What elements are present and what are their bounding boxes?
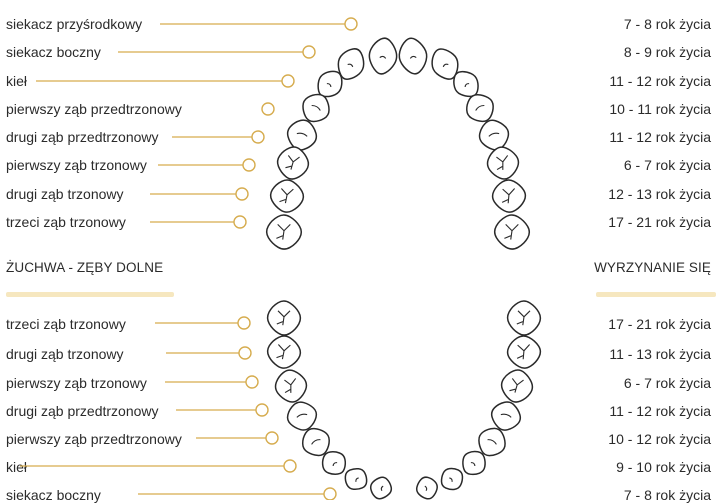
lower-right-tooth-6 [440, 467, 464, 491]
upper-right-tooth-5 [486, 146, 520, 180]
lower-right-tooth-4 [478, 427, 506, 457]
upper-left-tooth-6 [269, 179, 305, 213]
lower-label-third-molar: trzeci ząb trzonowy [6, 316, 126, 332]
lower-right-tooth-7 [415, 476, 438, 500]
upper-age-central-incisor: 7 - 8 rok życia [623, 16, 711, 32]
upper-leader-dot-2 [281, 74, 295, 88]
lower-label-second-premolar: drugi ząb przedtrzonowy [6, 403, 159, 419]
upper-leader-dot-3 [261, 102, 275, 116]
lower-left-tooth-3 [286, 401, 318, 431]
lower-section-title: ŻUCHWA - ZĘBY DOLNE [6, 260, 164, 275]
lower-left-tooth-1 [266, 335, 302, 369]
upper-left-tooth-4 [286, 119, 318, 151]
section-divider-left [6, 292, 174, 297]
lower-age-canine: 9 - 10 rok życia [616, 459, 711, 475]
upper-right-tooth-4 [478, 119, 510, 151]
upper-leader-dot-7 [233, 215, 247, 229]
upper-left-tooth-1 [337, 48, 365, 80]
upper-leader-dot-6 [235, 187, 249, 201]
upper-age-third-molar: 17 - 21 rok życia [608, 214, 711, 230]
lower-age-first-molar: 6 - 7 rok życia [623, 375, 711, 391]
lower-left-tooth-7 [369, 476, 393, 500]
upper-age-second-molar: 12 - 13 rok życia [608, 186, 711, 202]
upper-label-second-molar: drugi ząb trzonowy [6, 186, 124, 202]
lower-leader-dot-3 [255, 403, 269, 417]
upper-label-second-premolar: drugi ząb przedtrzonowy [6, 129, 159, 145]
upper-left-tooth-2 [317, 70, 343, 98]
upper-right-tooth-6 [491, 179, 527, 213]
lower-age-second-molar: 11 - 13 rok życia [609, 346, 711, 362]
upper-leader-dot-1 [302, 45, 316, 59]
upper-label-central-incisor: siekacz przyśrodkowy [6, 16, 143, 32]
upper-leader-dot-0 [344, 17, 358, 31]
upper-age-first-premolar: 10 - 11 rok życia [609, 101, 711, 117]
upper-label-first-molar: pierwszy ząb trzonowy [6, 157, 147, 173]
lower-age-third-molar: 17 - 21 rok życia [608, 316, 711, 332]
upper-label-lateral-incisor: siekacz boczny [6, 44, 101, 60]
upper-label-first-premolar: pierwszy ząb przedtrzonowy [6, 101, 182, 117]
upper-age-lateral-incisor: 8 - 9 rok życia [623, 44, 711, 60]
upper-left-tooth-0 [368, 37, 398, 75]
lower-right-tooth-2 [500, 369, 534, 403]
upper-leader-dot-4 [251, 130, 265, 144]
lower-age-lateral-incisor: 7 - 8 rok życia [623, 487, 711, 503]
lower-right-tooth-5 [462, 450, 486, 476]
upper-leader-dot-5 [242, 158, 256, 172]
lower-right-tooth-1 [506, 335, 542, 369]
lower-leader-dot-5 [283, 459, 297, 473]
upper-right-tooth-7 [493, 214, 531, 250]
lower-leader-dot-0 [237, 316, 251, 330]
lower-left-tooth-6 [344, 467, 368, 491]
upper-label-canine: kieł [6, 73, 28, 89]
lower-left-tooth-5 [321, 451, 347, 475]
upper-right-tooth-1 [431, 48, 459, 80]
upper-right-tooth-0 [398, 37, 428, 75]
lower-left-tooth-4 [301, 427, 330, 457]
upper-age-first-molar: 6 - 7 rok życia [623, 157, 711, 173]
upper-label-third-molar: trzeci ząb trzonowy [6, 214, 126, 230]
upper-age-canine: 11 - 12 rok życia [609, 73, 711, 89]
lower-label-first-premolar: pierwszy ząb przedtrzonowy [6, 431, 182, 447]
lower-leader-dot-4 [265, 431, 279, 445]
lower-leader-dot-1 [238, 346, 252, 360]
lower-left-tooth-2 [274, 369, 308, 403]
lower-left-tooth-0 [266, 300, 302, 336]
upper-right-tooth-2 [453, 70, 479, 98]
upper-left-tooth-3 [302, 93, 330, 123]
lower-right-tooth-3 [490, 401, 522, 431]
upper-age-second-premolar: 11 - 12 rok życia [609, 129, 711, 145]
lower-right-tooth-0 [506, 300, 542, 336]
upper-right-tooth-3 [466, 93, 494, 123]
eruption-column-title: WYRZYNANIE SIĘ [594, 260, 711, 275]
lower-label-first-molar: pierwszy ząb trzonowy [6, 375, 147, 391]
lower-leader-dot-6 [323, 487, 337, 500]
lower-label-lateral-incisor: siekacz boczny [6, 487, 101, 503]
section-divider-right [596, 292, 716, 297]
lower-age-first-premolar: 10 - 12 rok życia [608, 431, 711, 447]
lower-label-second-molar: drugi ząb trzonowy [6, 346, 124, 362]
lower-age-second-premolar: 11 - 12 rok życia [609, 403, 711, 419]
lower-label-canine: kieł [6, 459, 28, 475]
upper-left-tooth-5 [276, 146, 310, 180]
upper-left-tooth-7 [265, 214, 303, 250]
lower-leader-dot-2 [245, 375, 259, 389]
